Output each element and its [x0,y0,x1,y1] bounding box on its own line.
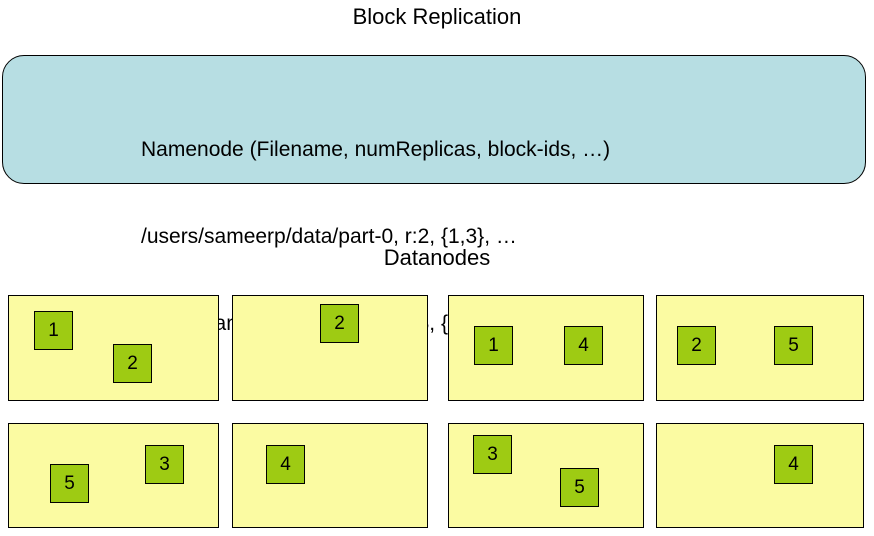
block-4: 4 [564,326,603,365]
block-5: 5 [774,326,813,365]
block-3: 3 [473,435,512,474]
block-5: 5 [560,468,599,507]
datanode-2: 2 [232,295,428,401]
namenode-header-line: Namenode (Filename, numReplicas, block-i… [141,138,611,161]
block-5: 5 [50,464,89,503]
datanodes-section-label: Datanodes [383,245,491,270]
namenode-file-line-part-0: /users/sameerp/data/part-0, r:2, {1,3}, … [141,225,517,248]
datanode-6: 4 [232,423,428,528]
block-2: 2 [677,326,716,365]
block-2: 2 [113,344,152,383]
datanode-8: 4 [656,423,864,528]
block-4: 4 [774,445,813,484]
block-1: 1 [34,311,73,350]
block-2: 2 [320,304,359,343]
namenode-box: Namenode (Filename, numReplicas, block-i… [2,55,866,335]
page-title: Block Replication [352,4,522,29]
block-1: 1 [474,326,513,365]
block-4: 4 [266,445,305,484]
block-3: 3 [145,445,184,484]
